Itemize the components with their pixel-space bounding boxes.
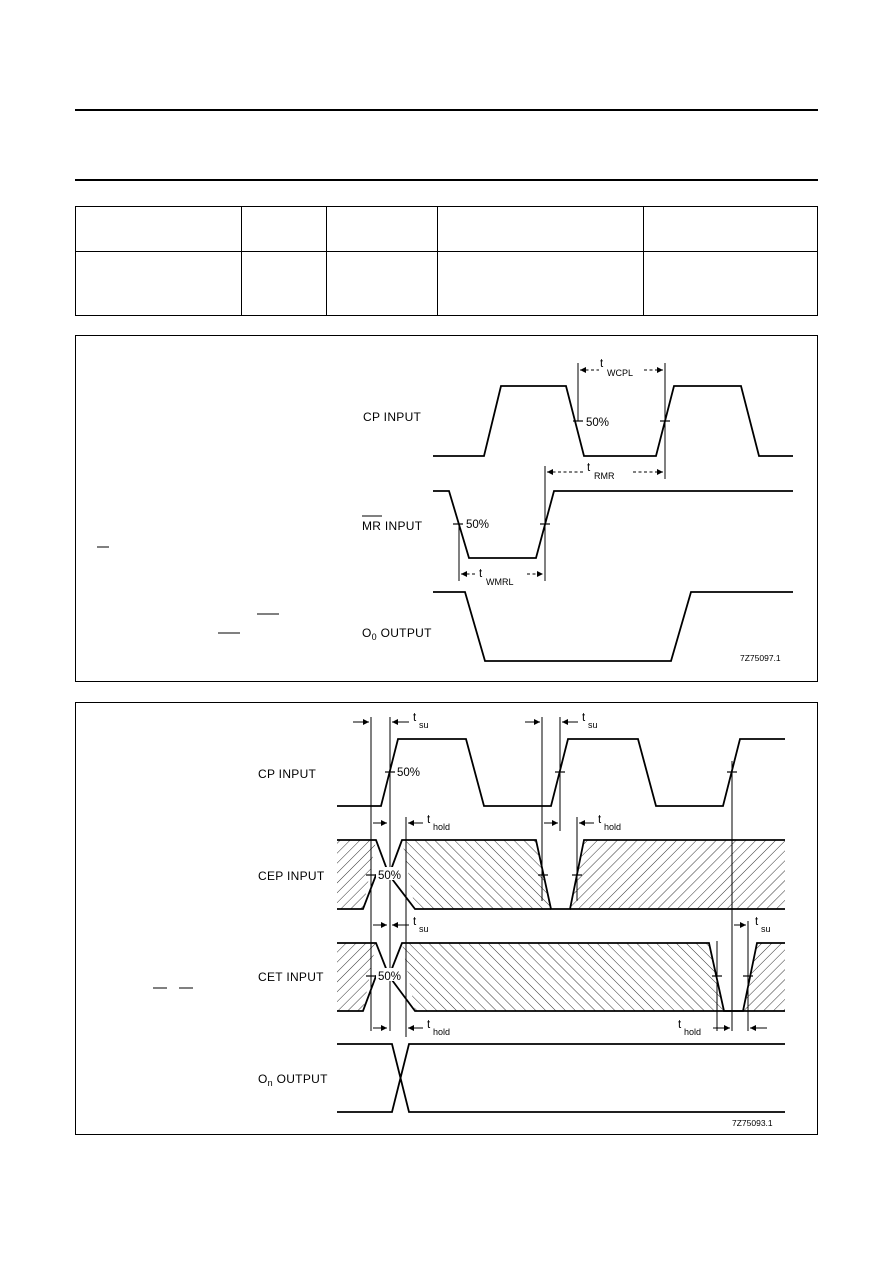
o0-output-waveform [433, 591, 793, 662]
spec-table [75, 206, 818, 316]
cp-input-label: CP INPUT [258, 767, 317, 781]
arrow-head [562, 719, 568, 725]
cet-input-waveform [337, 942, 785, 1012]
table-row-divider [76, 251, 817, 252]
arrow-head [724, 1025, 730, 1031]
twcpl-label: t [600, 358, 604, 370]
figure-code: 7Z75097.1 [740, 653, 781, 663]
twmrl-sub: WMRL [486, 577, 514, 587]
tsu-sub: su [588, 720, 598, 730]
tsu-label: t [755, 916, 759, 928]
mr-input-waveform [433, 490, 793, 559]
cep-input-label: CEP INPUT [258, 869, 325, 883]
table-col-divider [643, 207, 644, 315]
o0-output-label: O0 OUTPUT [362, 626, 432, 642]
mr-50pct-label: 50% [466, 519, 489, 531]
table-col-divider [241, 207, 242, 315]
arrow-head [740, 922, 746, 928]
mr-input-label: MR INPUT [362, 519, 423, 533]
on-output-label: On OUTPUT [258, 1072, 328, 1088]
cp-50pct-label: 50% [397, 767, 420, 779]
mr-label-suffix: INPUT [381, 519, 423, 533]
arrow-head [363, 719, 369, 725]
label-backdrop [376, 968, 404, 981]
thold-sub: hold [604, 822, 621, 832]
cp-50pct-label: 50% [586, 417, 609, 429]
cet-hatch [402, 943, 724, 1011]
thold-label: t [427, 1019, 431, 1031]
label-backdrop [376, 867, 404, 880]
tsu-sub: su [419, 924, 429, 934]
on-label-suffix: OUTPUT [273, 1072, 328, 1086]
cep-50pct-label: 50% [378, 870, 401, 882]
on-label-prefix: O [258, 1072, 268, 1086]
tsu-label: t [582, 712, 586, 724]
arrow-head [381, 820, 387, 826]
thold-label: t [427, 814, 431, 826]
cep-hatch [570, 840, 785, 909]
table-col-divider [437, 207, 438, 315]
cet-input-label: CET INPUT [258, 970, 324, 984]
figure-enable-timing: t su t su t hold t hold t su t su [75, 702, 818, 1135]
figure-reset-timing: t WCPL t RMR t WMRL 50% 50% CP INPUT MR … [75, 335, 818, 682]
arrow-head [381, 1025, 387, 1031]
header-rule [75, 179, 818, 181]
thold-label: t [598, 814, 602, 826]
arrow-head [534, 719, 540, 725]
tsu-sub: su [419, 720, 429, 730]
arrow-head [461, 571, 467, 577]
arrow-head [657, 469, 663, 475]
arrow-head [392, 719, 398, 725]
on-output-waveform [337, 1043, 785, 1113]
cet-hatch [337, 943, 376, 1011]
o0-label-suffix: OUTPUT [377, 626, 432, 640]
arrow-head [657, 367, 663, 373]
tsu-sub: su [761, 924, 771, 934]
arrow-head [750, 1025, 756, 1031]
on-label-sub: n [268, 1078, 273, 1088]
cep-hatch [402, 840, 551, 909]
arrow-head [381, 922, 387, 928]
cp-input-label: CP INPUT [363, 410, 422, 424]
twcpl-sub: WCPL [607, 368, 633, 378]
reset-timing-diagram: t WCPL t RMR t WMRL 50% 50% CP INPUT MR … [97, 358, 793, 663]
cet-50pct-label: 50% [378, 971, 401, 983]
o0-label-sub: 0 [372, 632, 377, 642]
table-col-divider [326, 207, 327, 315]
thold-sub: hold [433, 1027, 450, 1037]
thold-sub: hold [433, 822, 450, 832]
mr-label-prefix: MR [362, 519, 381, 533]
arrow-head [408, 1025, 414, 1031]
enable-timing-diagram: t su t su t hold t hold t su t su [153, 712, 785, 1128]
arrow-head [579, 820, 585, 826]
figure-code: 7Z75093.1 [732, 1118, 773, 1128]
on-output-waveform [337, 1043, 785, 1113]
arrow-head [552, 820, 558, 826]
tsu-label: t [413, 712, 417, 724]
trmr-sub: RMR [594, 471, 615, 481]
arrow-head [547, 469, 553, 475]
tsu-label: t [413, 916, 417, 928]
cp-input-waveform [433, 385, 793, 457]
cep-input-waveform [337, 839, 785, 910]
arrow-head [392, 922, 398, 928]
top-rule [75, 109, 818, 111]
o0-label-prefix: O [362, 626, 372, 640]
twmrl-label: t [479, 568, 483, 580]
trmr-label: t [587, 462, 591, 474]
arrow-head [537, 571, 543, 577]
arrow-head [580, 367, 586, 373]
thold-label: t [678, 1019, 682, 1031]
cep-hatch [337, 840, 376, 909]
thold-sub: hold [684, 1027, 701, 1037]
arrow-head [408, 820, 414, 826]
